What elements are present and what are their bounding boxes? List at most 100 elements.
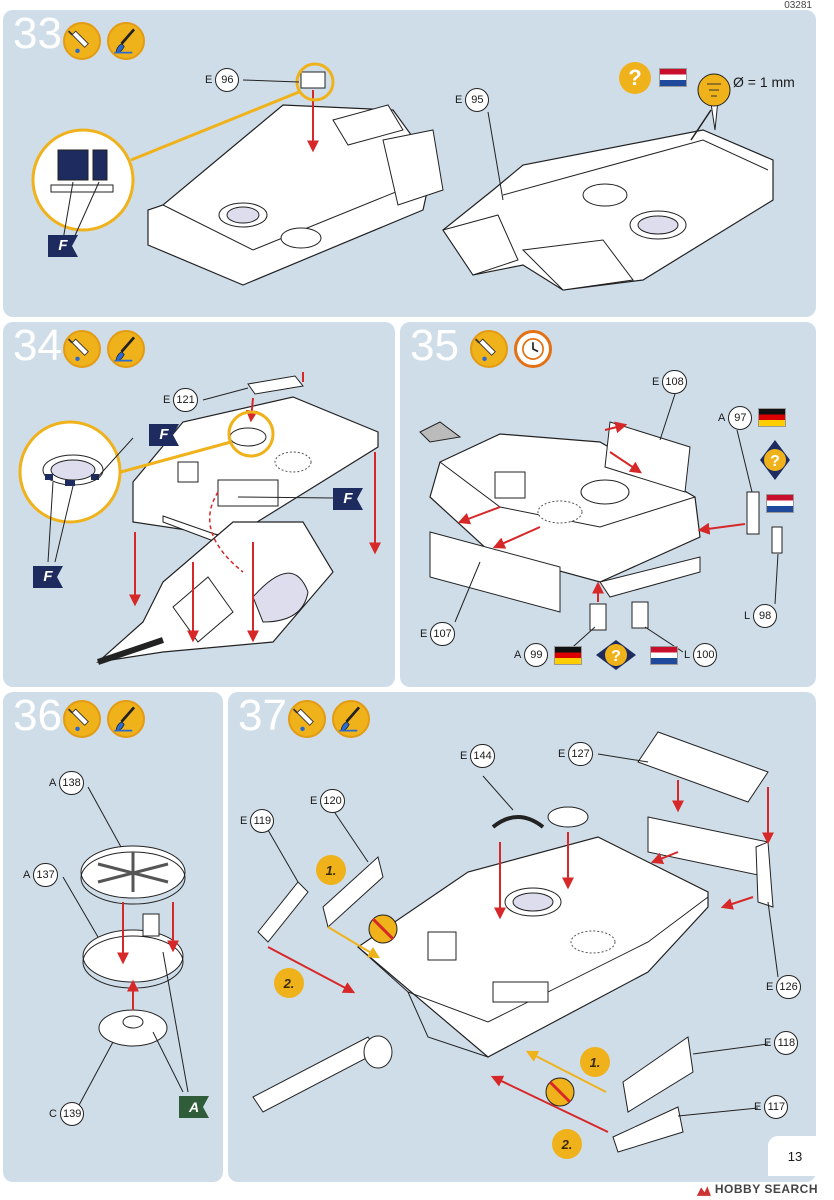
hatch-assembly-illustration bbox=[62, 786, 189, 1108]
germany-flag-icon bbox=[758, 408, 786, 427]
step-33-panel: 33 E bbox=[3, 10, 816, 317]
part-label-e117: E 117 bbox=[754, 1095, 789, 1119]
part-number: 100 bbox=[693, 643, 718, 667]
watermark-logo-icon bbox=[696, 1186, 711, 1196]
svg-text:?: ? bbox=[611, 648, 621, 665]
part-label-e120: E 120 bbox=[310, 789, 345, 813]
decal-sheet-flag: F bbox=[149, 424, 179, 446]
paint-icon bbox=[107, 330, 145, 368]
part-number: 139 bbox=[59, 1102, 85, 1126]
decal-sheet-flag: F bbox=[48, 235, 78, 257]
part-letter: A bbox=[718, 412, 726, 424]
part-label-e108: E 108 bbox=[652, 370, 687, 394]
glue-icon bbox=[63, 22, 101, 60]
part-label-e95: E 95 bbox=[455, 88, 490, 112]
part-number: 107 bbox=[430, 622, 455, 646]
decal-sheet-letter: F bbox=[159, 426, 169, 443]
part-number: 108 bbox=[662, 370, 687, 394]
part-label-a99: A 99 bbox=[514, 643, 549, 667]
decal-sheet-letter: F bbox=[343, 490, 353, 507]
part-label-l100: L 100 bbox=[684, 643, 718, 667]
step-number: 35 bbox=[410, 322, 459, 370]
decal-sheet-letter: A bbox=[188, 1099, 200, 1115]
part-letter: E bbox=[754, 1101, 762, 1113]
part-label-c139: C 139 bbox=[49, 1102, 85, 1126]
step-34-panel: 34 bbox=[3, 322, 395, 687]
germany-flag-icon bbox=[554, 646, 582, 665]
part-label-a137: A 137 bbox=[23, 863, 58, 887]
part-label-e118: E 118 bbox=[764, 1031, 799, 1055]
part-number: 99 bbox=[524, 643, 549, 667]
part-number: 96 bbox=[215, 68, 240, 92]
part-letter: C bbox=[49, 1108, 57, 1120]
sequence-marker: 1. bbox=[580, 1047, 610, 1077]
page-number: 13 bbox=[768, 1136, 822, 1176]
part-label-e119: E 119 bbox=[240, 809, 275, 833]
part-letter: E bbox=[205, 74, 213, 86]
part-number: 144 bbox=[470, 744, 495, 768]
choice-diamond-icon: ? bbox=[596, 640, 636, 670]
decal-sheet-flag: A bbox=[179, 1096, 209, 1118]
step-number: 34 bbox=[13, 322, 62, 370]
part-label-e144: E 144 bbox=[460, 744, 495, 768]
part-letter: E bbox=[460, 750, 468, 762]
part-label-a97: A 97 bbox=[718, 406, 753, 430]
decal-sheet-letter: F bbox=[58, 237, 68, 254]
document-code: 03281 bbox=[784, 0, 812, 11]
part-letter: A bbox=[514, 649, 522, 661]
netherlands-flag-icon bbox=[766, 494, 794, 513]
choice-diamond-icon: ? bbox=[760, 440, 790, 480]
step-36-panel: 36 A 138 A 137 C 139 A bbox=[3, 692, 223, 1182]
glue-icon bbox=[63, 330, 101, 368]
step-number: 37 bbox=[238, 692, 287, 740]
hull-deck-illustration bbox=[31, 62, 774, 291]
part-letter: E bbox=[766, 981, 774, 993]
part-letter: L bbox=[684, 649, 691, 661]
part-label-e127: E 127 bbox=[558, 742, 593, 766]
part-number: 137 bbox=[33, 863, 58, 887]
part-label-e126: E 126 bbox=[766, 975, 801, 999]
decal-sheet-flag: F bbox=[33, 566, 63, 588]
step-35-panel: 35 E 108 bbox=[400, 322, 816, 687]
step-37-panel: 37 bbox=[228, 692, 816, 1182]
watermark-text: HOBBY SEARCH bbox=[714, 1182, 818, 1196]
glue-icon bbox=[63, 700, 101, 738]
part-letter: E bbox=[764, 1037, 772, 1049]
part-number: 127 bbox=[568, 742, 593, 766]
part-letter: E bbox=[310, 795, 318, 807]
part-label-e121: E 121 bbox=[163, 388, 198, 412]
part-number: 95 bbox=[465, 88, 490, 112]
part-letter: A bbox=[49, 777, 57, 789]
part-letter: E bbox=[652, 376, 660, 388]
part-number: 120 bbox=[320, 789, 345, 813]
decal-sheet-flag: F bbox=[333, 488, 363, 510]
turret-top-illustration bbox=[18, 372, 381, 665]
netherlands-flag-icon bbox=[650, 646, 678, 665]
part-letter: E bbox=[163, 394, 171, 406]
part-number: 98 bbox=[753, 604, 778, 628]
netherlands-flag-icon bbox=[659, 68, 687, 87]
part-label-e107: E 107 bbox=[420, 622, 455, 646]
turret-final-illustration bbox=[252, 731, 779, 1153]
glue-icon bbox=[288, 700, 326, 738]
decal-sheet-letter: F bbox=[43, 568, 53, 585]
part-letter: E bbox=[420, 628, 428, 640]
glue-icon bbox=[470, 330, 508, 368]
part-letter: A bbox=[23, 869, 31, 881]
part-letter: E bbox=[455, 94, 463, 106]
step-number: 33 bbox=[13, 10, 62, 58]
part-number: 126 bbox=[776, 975, 801, 999]
part-number: 117 bbox=[764, 1095, 789, 1119]
sequence-marker: 1. bbox=[316, 855, 346, 885]
clock-icon bbox=[514, 330, 552, 368]
drill-diameter-text: Ø = 1 mm bbox=[733, 74, 795, 90]
part-letter: L bbox=[744, 610, 751, 622]
part-number: 121 bbox=[173, 388, 198, 412]
part-letter: E bbox=[240, 815, 248, 827]
paint-icon bbox=[332, 700, 370, 738]
part-number: 118 bbox=[774, 1031, 799, 1055]
sequence-marker: 2. bbox=[274, 968, 304, 998]
sequence-marker: 2. bbox=[552, 1129, 582, 1159]
turret-assembly-illustration bbox=[419, 393, 783, 655]
part-letter: E bbox=[558, 748, 566, 760]
